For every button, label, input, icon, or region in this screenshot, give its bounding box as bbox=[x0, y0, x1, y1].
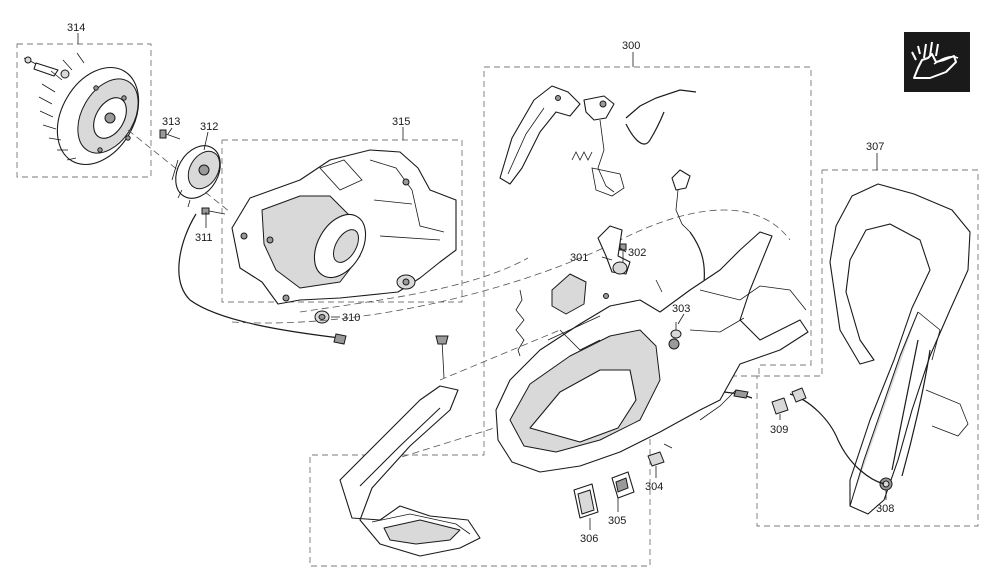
housing-315 bbox=[231, 149, 457, 305]
screw-303 bbox=[670, 322, 682, 339]
cable-311 bbox=[178, 213, 341, 339]
label-302: 302 bbox=[628, 247, 646, 259]
handle-307 bbox=[829, 183, 971, 515]
flywheel-314 bbox=[23, 52, 140, 166]
label-306: 306 bbox=[580, 533, 598, 545]
group-box-314 bbox=[16, 43, 152, 178]
screw-311 bbox=[201, 207, 226, 215]
label-303: 303 bbox=[672, 303, 690, 315]
switch-assembly-300 bbox=[655, 169, 705, 293]
label-307: 307 bbox=[866, 141, 884, 153]
label-301: 301 bbox=[570, 252, 588, 264]
label-313: 313 bbox=[162, 116, 180, 128]
label-308: 308 bbox=[876, 503, 894, 515]
label-310: 310 bbox=[342, 312, 360, 324]
switch-cap-306 bbox=[573, 483, 599, 519]
switch-305 bbox=[611, 471, 635, 499]
label-309: 309 bbox=[770, 424, 788, 436]
label-312: 312 bbox=[200, 121, 218, 133]
bracket-301 bbox=[597, 225, 631, 275]
group-box-307 bbox=[756, 169, 979, 527]
label-300: 300 bbox=[622, 40, 640, 52]
guard-plate bbox=[339, 335, 481, 557]
switch-304 bbox=[647, 443, 673, 467]
cable-309 bbox=[789, 393, 885, 485]
screw-313 bbox=[159, 129, 181, 140]
label-314: 314 bbox=[67, 22, 85, 34]
connector-309 bbox=[771, 387, 807, 415]
label-311: 311 bbox=[195, 232, 213, 244]
label-315: 315 bbox=[392, 116, 410, 128]
label-305: 305 bbox=[608, 515, 626, 527]
group-box-315 bbox=[221, 139, 463, 303]
part-labels: 314 300 307 315 312 313 311 310 301 302 … bbox=[67, 22, 894, 545]
trigger-300 bbox=[499, 85, 697, 197]
label-304: 304 bbox=[645, 481, 663, 493]
leader-lines bbox=[77, 33, 887, 530]
spring-300 bbox=[515, 289, 525, 357]
grommet-310 bbox=[314, 310, 330, 324]
coupling-312 bbox=[171, 145, 221, 208]
main-housing-300 bbox=[495, 231, 809, 473]
hand-glove-icon bbox=[904, 32, 970, 92]
